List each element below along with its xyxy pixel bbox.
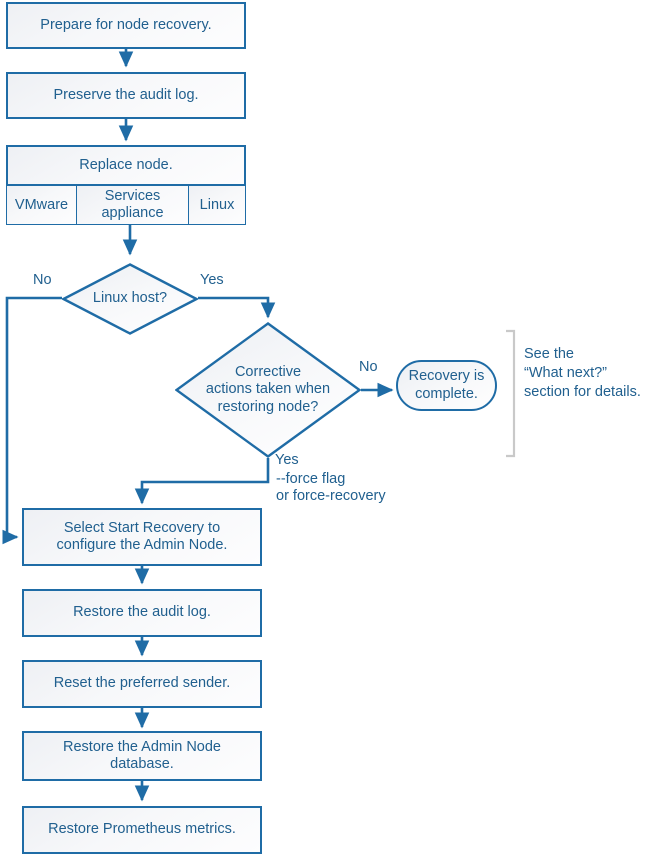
replace-option-linux[interactable]: Linux <box>188 185 246 225</box>
node-restore-prometheus-metrics[interactable]: Restore Prometheus metrics. <box>22 806 262 854</box>
node-restore-the-audit-log[interactable]: Restore the audit log. <box>22 589 262 637</box>
edge-label-corrective-yes-detail: --force flag or force-recovery <box>276 471 386 505</box>
replace-option-vmware[interactable]: VMware <box>6 185 77 225</box>
node-recovery-is-complete[interactable]: Recovery is complete. <box>396 360 497 411</box>
decision-corrective-actions[interactable]: Corrective actions taken when restoring … <box>175 322 361 458</box>
edge-label-linux-host-yes: Yes <box>200 272 224 288</box>
annotation-what-next: See the “What next?” section for details… <box>524 346 641 401</box>
edge-label-corrective-yes: Yes <box>275 452 299 468</box>
node-replace-node[interactable]: Replace node. <box>6 145 246 186</box>
node-select-start-recovery[interactable]: Select Start Recovery to configure the A… <box>22 508 262 566</box>
replace-option-services-appliance[interactable]: Services appliance <box>76 185 189 225</box>
edge-label-linux-host-no: No <box>33 272 52 288</box>
node-preserve-the-audit-log[interactable]: Preserve the audit log. <box>6 72 246 119</box>
node-prepare-for-node-recovery[interactable]: Prepare for node recovery. <box>6 2 246 49</box>
node-restore-admin-node-database[interactable]: Restore the Admin Node database. <box>22 731 262 781</box>
edge-label-corrective-no: No <box>359 359 378 375</box>
node-reset-preferred-sender[interactable]: Reset the preferred sender. <box>22 660 262 708</box>
